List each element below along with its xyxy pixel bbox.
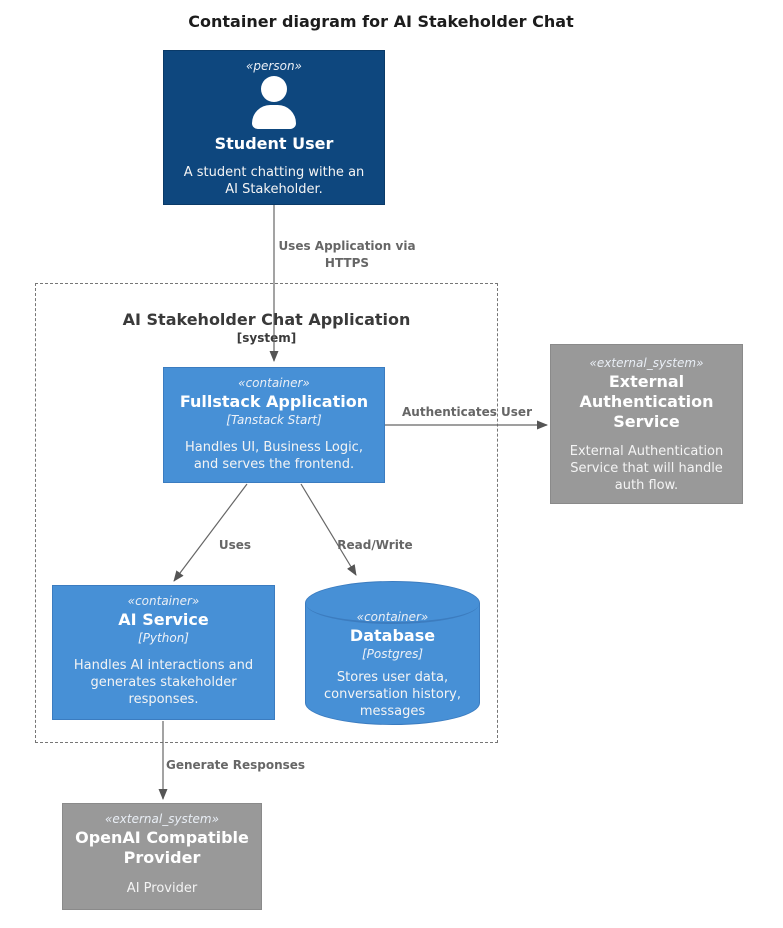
node-name: Database [349,626,436,645]
person-icon [251,76,297,132]
node-database: «container» Database [Postgres] Stores u… [305,581,480,725]
node-name: AI Service [118,610,209,629]
node-technology: [Postgres] [361,647,424,661]
system-boundary: AI Stakeholder Chat Application [system] [35,283,498,743]
node-description: A student chatting withe an AI Stakehold… [183,165,365,198]
diagram-title: Container diagram for AI Stakeholder Cha… [188,12,574,31]
edge-label-uses: Uses [218,538,252,552]
person-icon-head [261,76,287,102]
node-description: External Authentication Service that wil… [569,444,724,494]
edge-label-generate-responses: Generate Responses [166,758,306,772]
node-description: Handles AI interactions and generates st… [73,658,254,708]
edge-label-authenticates-user: Authenticates User [402,405,532,419]
system-boundary-label: AI Stakeholder Chat Application [system] [36,310,497,345]
stereotype-label: «container» [127,594,200,608]
cylinder-rim [306,584,479,624]
node-description: AI Provider [126,881,198,896]
system-boundary-name: AI Stakeholder Chat Application [122,310,411,329]
person-icon-body [252,105,296,129]
node-student-user: «person» Student User A student chatting… [163,50,385,205]
edge-label-read-write: Read/Write [337,538,413,552]
node-fullstack-application: «container» Fullstack Application [Tanst… [163,367,385,483]
node-name: OpenAI Compatible Provider [75,828,249,867]
stereotype-label: «container» [238,376,310,390]
node-name: External Authentication Service [579,372,714,431]
node-external-authentication-service: «external_system» External Authenticatio… [550,344,743,504]
node-description: Handles UI, Business Logic, and serves t… [185,440,363,473]
node-name: Fullstack Application [179,392,369,411]
node-technology: [Tanstack Start] [226,413,322,427]
node-name: Student User [214,134,334,153]
node-technology: [Python] [138,631,189,645]
node-description: Stores user data, conversation history, … [324,670,461,720]
stereotype-label: «external_system» [589,356,704,370]
node-openai-compatible-provider: «external_system» OpenAI Compatible Prov… [62,803,262,910]
stereotype-label: «external_system» [105,812,219,826]
edge-label-uses-application-via-https: Uses Application via HTTPS [278,239,416,270]
stereotype-label: «person» [246,59,302,73]
system-boundary-type: [system] [236,331,297,345]
node-ai-service: «container» AI Service [Python] Handles … [52,585,275,720]
